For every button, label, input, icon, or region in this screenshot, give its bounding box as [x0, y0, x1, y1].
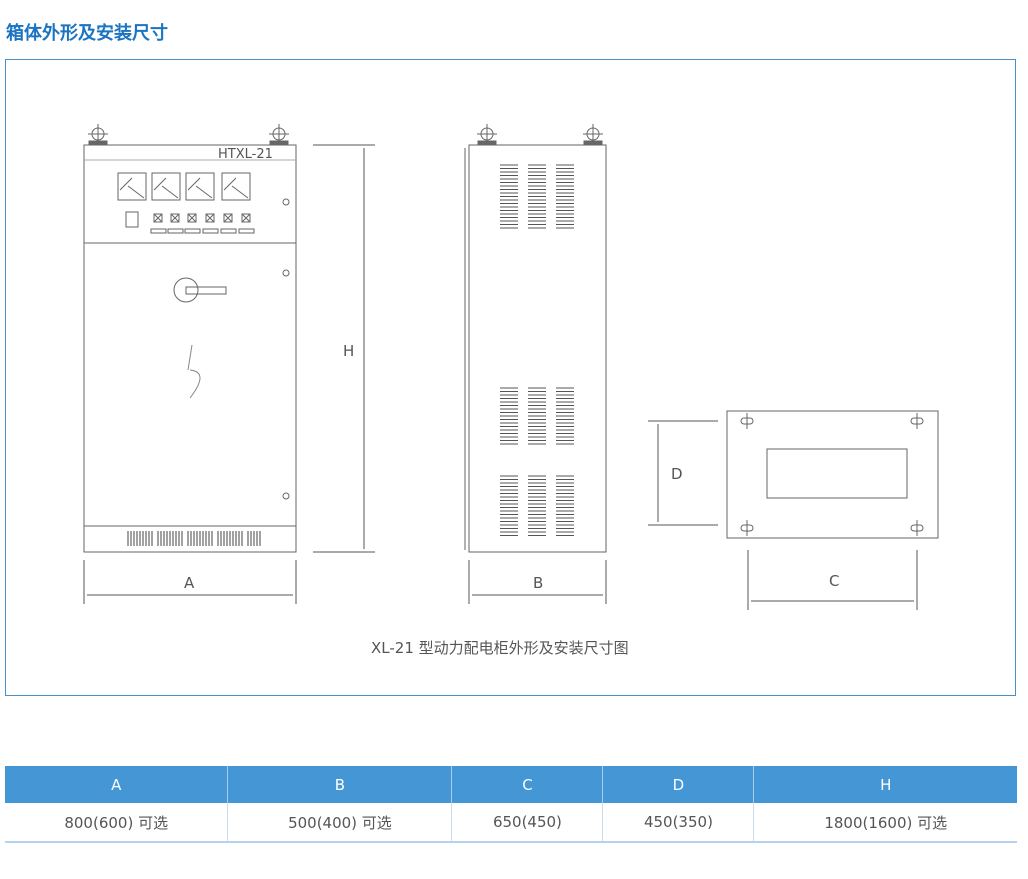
- indicator-icon: [205, 213, 215, 223]
- dim-c-label: C: [829, 572, 839, 590]
- indicator-x: [170, 213, 180, 223]
- column-header: H: [753, 766, 1017, 803]
- indicator-x: [187, 213, 197, 223]
- dim-a-label: A: [184, 574, 195, 592]
- label-plate: [167, 228, 184, 234]
- dim-h-label: H: [343, 342, 354, 360]
- section-title: 箱体外形及安装尺寸: [6, 23, 168, 44]
- model-label: HTXL-21: [218, 147, 273, 162]
- column-header: B: [227, 766, 452, 803]
- indicator-icon: [170, 213, 180, 223]
- table-cell: 450(350): [602, 803, 754, 843]
- eye-base: [88, 140, 108, 146]
- column-header: D: [602, 766, 754, 803]
- indicator-icon: [187, 213, 197, 223]
- meter-needle: [119, 177, 145, 199]
- eye-base: [477, 140, 497, 146]
- indicator-icon: [241, 213, 251, 223]
- indicator-x: [223, 213, 233, 223]
- dimension-lines: [83, 144, 918, 610]
- dim-d-label: D: [671, 465, 683, 483]
- meter-icon: [151, 172, 181, 201]
- meter-needle: [153, 177, 179, 199]
- meter-icon: [185, 172, 215, 201]
- indicator-x: [153, 213, 163, 223]
- indicator-icon: [223, 213, 233, 223]
- label-plate: [220, 228, 237, 234]
- diagram-details: [88, 124, 924, 546]
- meter-needle: [187, 177, 213, 199]
- dim-b-label: B: [533, 574, 543, 592]
- column-header: A: [5, 766, 228, 803]
- label-plate: [202, 228, 219, 234]
- diagram-frame: [5, 59, 1016, 696]
- label-plate: [184, 228, 201, 234]
- eye-base: [269, 140, 289, 146]
- table-cell: 1800(1600) 可选: [753, 803, 1017, 843]
- label-plate: [150, 228, 167, 234]
- top-view: [726, 410, 939, 539]
- indicator-x: [241, 213, 251, 223]
- side-view: [464, 144, 607, 553]
- indicator-icon: [153, 213, 163, 223]
- table-cell: 500(400) 可选: [227, 803, 452, 843]
- column-header: C: [451, 766, 603, 803]
- diagram-caption: XL-21 型动力配电柜外形及安装尺寸图: [371, 639, 629, 657]
- cabinet-diagram: HTXL-21 H A B D C XL-21 型动力配电柜外形及安装尺寸图: [83, 124, 939, 657]
- eye-base: [583, 140, 603, 146]
- meter-icon: [221, 172, 251, 201]
- front-view: HTXL-21: [83, 144, 297, 553]
- indicator-x: [205, 213, 215, 223]
- meter-needle: [223, 177, 249, 199]
- meter-icon: [117, 172, 147, 201]
- label-plate: [238, 228, 255, 234]
- table-cell: 650(450): [451, 803, 603, 843]
- table-cell: 800(600) 可选: [5, 803, 228, 843]
